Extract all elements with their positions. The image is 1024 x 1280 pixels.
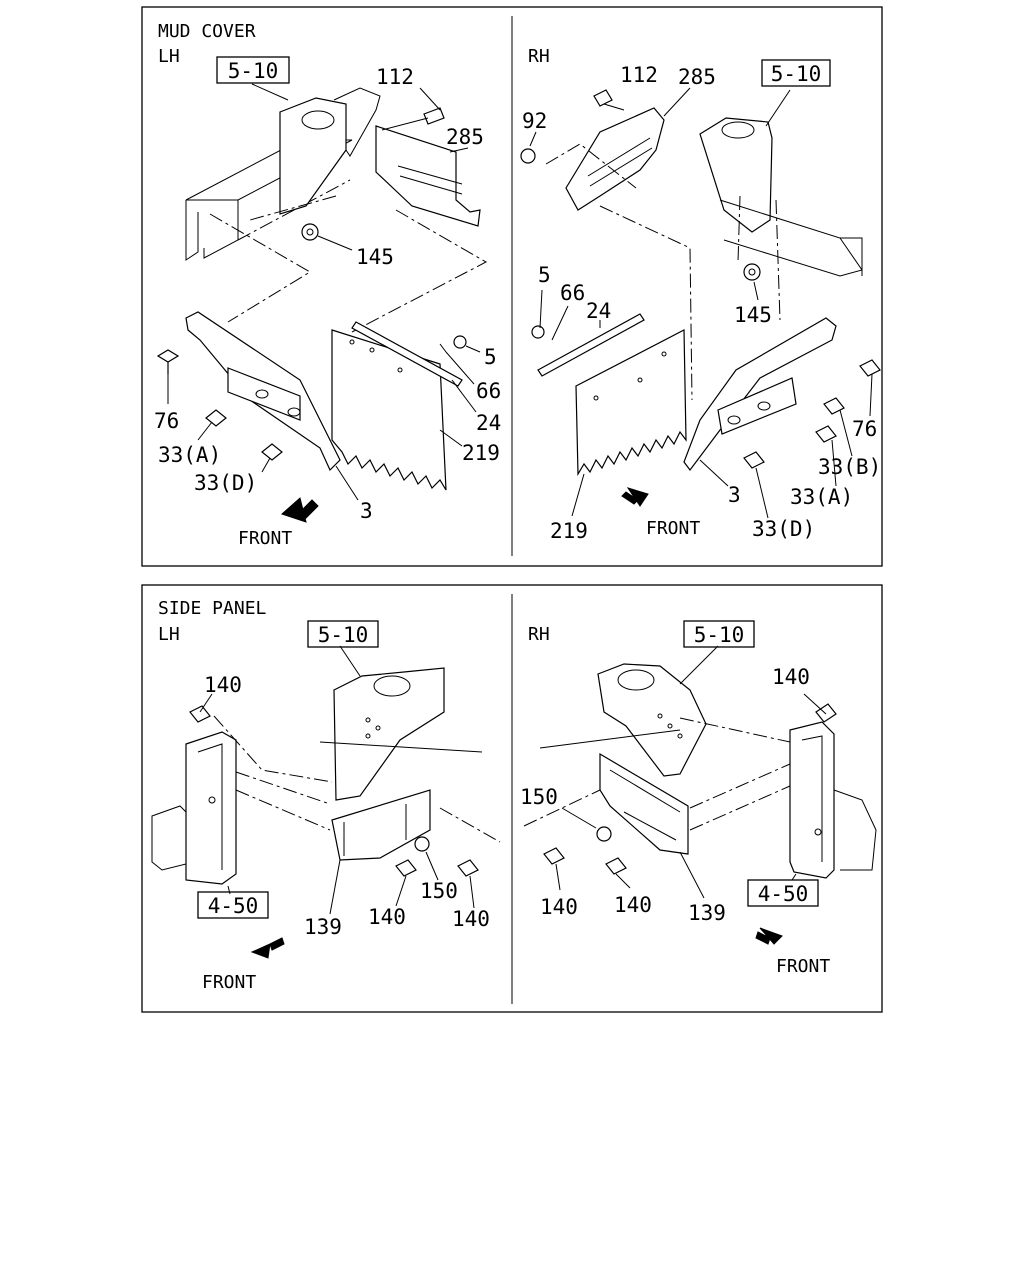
callout-label: 139 bbox=[688, 901, 726, 925]
ref-label: 5-10 bbox=[771, 62, 822, 86]
callout-label: 140 bbox=[772, 665, 810, 689]
panel-title: SIDE PANEL bbox=[158, 598, 267, 619]
rh-side-panel-drawing bbox=[523, 645, 877, 945]
callout-label: 150 bbox=[520, 785, 558, 809]
side-panel-panel: SIDE PANEL LH RH bbox=[141, 584, 883, 1013]
front-arrow-icon bbox=[621, 487, 649, 507]
ref-box bbox=[307, 620, 379, 648]
rh-mud-cover-drawing bbox=[520, 87, 881, 519]
panel-title: MUD COVER bbox=[158, 21, 256, 42]
rh-callouts: 112 285 92 145 5 66 24 76 33(B) 33(A) 3 … bbox=[522, 63, 881, 543]
callout-label: 145 bbox=[356, 245, 394, 269]
ref-box bbox=[747, 879, 819, 907]
callout-label: 66 bbox=[560, 281, 585, 305]
mud-cover-panel: MUD COVER LH RH bbox=[141, 6, 883, 567]
callout-label: 24 bbox=[476, 411, 501, 435]
callout-label: 92 bbox=[522, 109, 547, 133]
ref-label: 4-50 bbox=[208, 894, 259, 918]
callout-label: 285 bbox=[446, 125, 484, 149]
ref-box bbox=[683, 620, 755, 648]
side-label-lh: LH bbox=[158, 624, 180, 645]
callout-label: 140 bbox=[540, 895, 578, 919]
panel-frame bbox=[141, 584, 883, 1013]
callout-label: 24 bbox=[586, 299, 611, 323]
callout-label: 5 bbox=[484, 345, 497, 369]
lh-callouts: 112 285 145 5 66 24 219 76 33(A) 33(D) 3 bbox=[154, 65, 501, 523]
front-label: FRONT bbox=[646, 518, 700, 539]
ref-box bbox=[761, 59, 831, 87]
front-label: FRONT bbox=[776, 956, 830, 977]
callout-label: 140 bbox=[452, 907, 490, 931]
front-arrow-icon bbox=[250, 937, 285, 959]
lh-side-callouts: 140 139 140 150 140 bbox=[204, 673, 490, 939]
front-label: FRONT bbox=[202, 972, 256, 993]
callout-label: 5 bbox=[538, 263, 551, 287]
callout-label: 139 bbox=[304, 915, 342, 939]
callout-label: 33(D) bbox=[194, 471, 257, 495]
callout-label: 76 bbox=[852, 417, 877, 441]
ref-label: 5-10 bbox=[318, 623, 369, 647]
callout-label: 33(D) bbox=[752, 517, 815, 541]
front-arrow-icon bbox=[281, 497, 319, 523]
callout-label: 150 bbox=[420, 879, 458, 903]
callout-label: 33(A) bbox=[790, 485, 853, 509]
callout-label: 219 bbox=[550, 519, 588, 543]
callout-label: 145 bbox=[734, 303, 772, 327]
callout-label: 219 bbox=[462, 441, 500, 465]
panel-frame bbox=[141, 6, 883, 567]
callout-label: 140 bbox=[614, 893, 652, 917]
callout-label: 3 bbox=[728, 483, 741, 507]
callout-label: 76 bbox=[154, 409, 179, 433]
rh-side-callouts: 140 150 140 140 139 bbox=[520, 665, 810, 925]
front-arrow-icon bbox=[755, 927, 783, 945]
ref-label: 5-10 bbox=[694, 623, 745, 647]
callout-label: 285 bbox=[678, 65, 716, 89]
side-label-rh: RH bbox=[528, 46, 550, 67]
callout-label: 112 bbox=[376, 65, 414, 89]
side-label-rh: RH bbox=[528, 624, 550, 645]
ref-box bbox=[216, 56, 290, 84]
lh-side-panel-drawing bbox=[151, 645, 501, 959]
callout-label: 112 bbox=[620, 63, 658, 87]
callout-label: 140 bbox=[368, 905, 406, 929]
ref-label: 4-50 bbox=[758, 882, 809, 906]
side-label-lh: LH bbox=[158, 46, 180, 67]
callout-label: 33(A) bbox=[158, 443, 221, 467]
callout-label: 66 bbox=[476, 379, 501, 403]
ref-box bbox=[197, 891, 269, 919]
callout-label: 140 bbox=[204, 673, 242, 697]
callout-label: 3 bbox=[360, 499, 373, 523]
lh-mud-cover-drawing bbox=[156, 83, 488, 523]
front-label: FRONT bbox=[238, 528, 292, 549]
callout-label: 33(B) bbox=[818, 455, 881, 479]
ref-label: 5-10 bbox=[228, 59, 279, 83]
